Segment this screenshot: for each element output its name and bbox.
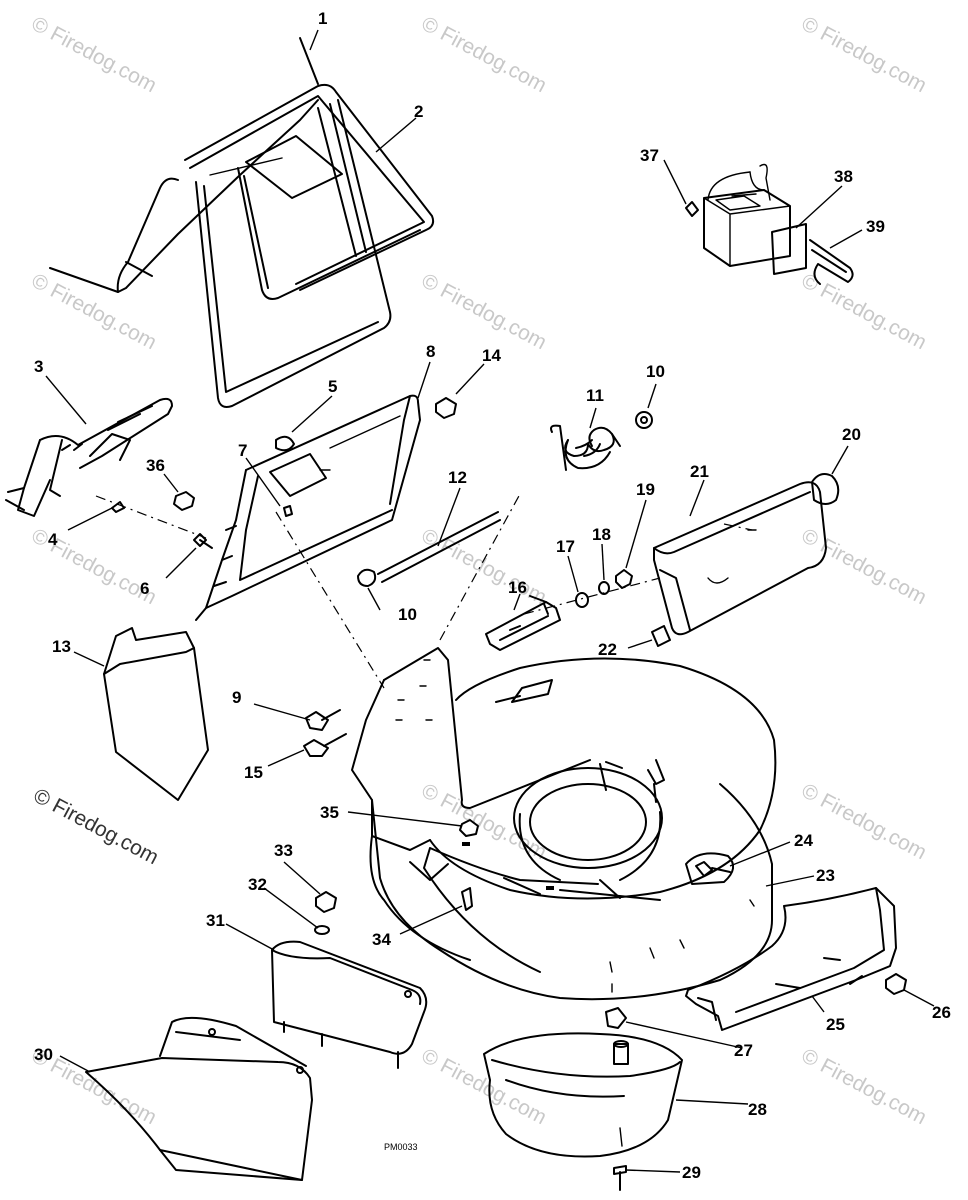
diagram-code: PM0033: [384, 1142, 418, 1152]
callout-25: 25: [826, 1015, 845, 1034]
clip-22: [651, 625, 671, 647]
watermarks: © Firedog.com © Firedog.com © Firedog.co…: [28, 12, 931, 1129]
callout-3: 3: [34, 357, 43, 376]
watermark-text: © Firedog.com: [418, 12, 551, 97]
callout-6: 6: [140, 579, 149, 598]
callout-22: 22: [598, 640, 617, 659]
watermark-text: © Firedog.com: [798, 1044, 931, 1129]
callout-4: 4: [48, 530, 58, 549]
nut-26: [885, 973, 907, 995]
nut-35: [459, 819, 479, 837]
battery-assembly: [685, 163, 854, 285]
callout-36: 36: [146, 456, 165, 475]
spring-11: [550, 424, 621, 471]
callout-7: 7: [238, 441, 247, 460]
callout-12: 12: [448, 468, 467, 487]
callout-1: 1: [318, 9, 327, 28]
bolt-24: [685, 852, 735, 885]
grass-bag: [49, 37, 319, 293]
callout-33: 33: [274, 841, 293, 860]
screw-7: [283, 505, 293, 517]
watermark-text: © Firedog.com: [798, 12, 931, 97]
cover-31: [271, 940, 428, 1069]
battery-strap-39: [809, 239, 854, 285]
callout-15: 15: [244, 763, 263, 782]
bolt-15: [303, 733, 347, 757]
baffle-25: [685, 887, 897, 1031]
callout-38: 38: [834, 167, 853, 186]
nut-14: [435, 397, 457, 419]
washer-32: [314, 925, 330, 935]
bag-frame: [184, 83, 435, 408]
callout-9: 9: [232, 688, 241, 707]
hinge-16: [485, 595, 561, 651]
callout-19: 19: [636, 480, 655, 499]
callout-21: 21: [690, 462, 709, 481]
screw-4: [111, 501, 125, 513]
washer-10-top: [635, 411, 653, 429]
bolt-6: [193, 533, 213, 549]
washer-17: [575, 592, 589, 608]
watermark-main: © Firedog.com: [30, 784, 163, 869]
callout-17: 17: [556, 537, 575, 556]
knob-20: [811, 473, 840, 505]
lockwasher-18: [598, 581, 610, 595]
bolt-9: [305, 709, 341, 731]
nut-36: [173, 491, 195, 511]
side-cover-21: [653, 481, 827, 636]
callout-28: 28: [748, 1100, 767, 1119]
watermark-text: © Firedog.com: [28, 12, 161, 97]
callout-35: 35: [320, 803, 339, 822]
watermark-text: © Firedog.com: [418, 269, 551, 354]
leader-lines: [45, 29, 935, 1173]
callout-11: 11: [586, 386, 604, 405]
callout-27: 27: [734, 1041, 753, 1060]
callout-30: 30: [34, 1045, 53, 1064]
nut-33: [315, 891, 337, 913]
callout-18: 18: [592, 525, 611, 544]
clip-27: [605, 1007, 627, 1029]
callout-26: 26: [932, 1003, 951, 1022]
callout-10-top: 10: [646, 362, 665, 381]
callout-23: 23: [816, 866, 835, 885]
bowl-28: [483, 1032, 683, 1158]
screw-29: [613, 1165, 627, 1191]
callout-2: 2: [414, 102, 423, 121]
nut-19: [615, 569, 633, 589]
rod-12: [377, 511, 501, 583]
callout-29: 29: [682, 1163, 701, 1182]
callout-5: 5: [328, 377, 337, 396]
assembly-lines: [95, 493, 753, 689]
watermark-text: © Firedog.com: [28, 269, 161, 354]
callout-37: 37: [640, 146, 659, 165]
plug-5: [275, 435, 295, 452]
callout-labels: 1 2 3 4 5 6 7 8 9 10 10 11 12 13 14 15 1…: [34, 9, 951, 1182]
handle-bracket: [5, 397, 173, 517]
callout-16: 16: [508, 578, 527, 597]
callout-24: 24: [794, 831, 813, 850]
chute-30: [85, 1016, 313, 1181]
callout-20: 20: [842, 425, 861, 444]
washer-10-lower: [357, 568, 377, 587]
cover-13: [103, 627, 209, 801]
callout-14: 14: [482, 346, 501, 365]
callout-34: 34: [372, 930, 391, 949]
callout-10-lower: 10: [398, 605, 417, 624]
callout-13: 13: [52, 637, 71, 656]
battery-plate-38: [771, 223, 807, 275]
callout-31: 31: [206, 911, 225, 930]
callout-32: 32: [248, 875, 267, 894]
deck-housing-23: [351, 647, 777, 1001]
terminal-37: [685, 201, 699, 217]
watermark-text: © Firedog.com: [798, 524, 931, 609]
rear-door: [195, 394, 421, 621]
callout-8: 8: [426, 342, 435, 361]
bolt-34: [461, 887, 473, 911]
callout-39: 39: [866, 217, 885, 236]
watermark-text: © Firedog.com: [798, 779, 931, 864]
